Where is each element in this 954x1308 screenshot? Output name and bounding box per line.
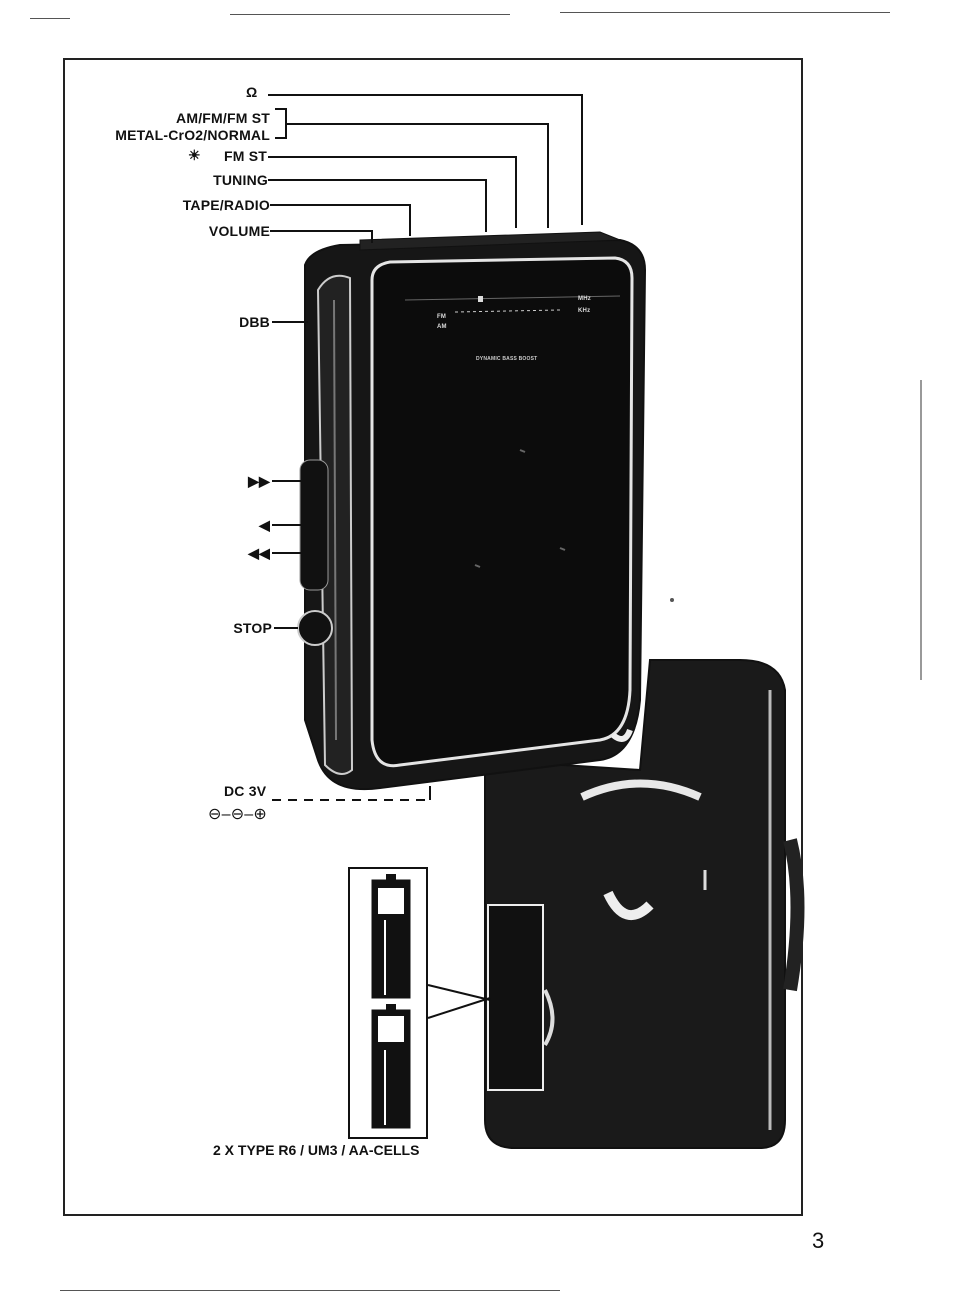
leader-lines bbox=[268, 94, 583, 1019]
stop-label: STOP bbox=[233, 620, 272, 636]
dbb-panel-text: DYNAMIC BASS BOOST bbox=[476, 356, 538, 362]
dial-am-label: AM bbox=[437, 324, 447, 330]
polarity-icon: ⊖–⊖–⊕ bbox=[208, 806, 268, 823]
scan-noise bbox=[920, 380, 922, 680]
tape-radio-label: TAPE/RADIO bbox=[182, 197, 270, 213]
battery-caption: 2 X TYPE R6 / UM3 / AA-CELLS bbox=[213, 1142, 420, 1158]
dial-mhz-label: MHz bbox=[578, 296, 591, 302]
scan-noise bbox=[560, 12, 890, 13]
fm-st-indicator-icon: ☀ bbox=[188, 147, 201, 163]
volume-label: VOLUME bbox=[208, 223, 270, 239]
fm-st-label: FM ST bbox=[224, 148, 267, 164]
band-label: AM/FM/FM ST bbox=[176, 110, 270, 126]
scan-noise bbox=[670, 598, 674, 602]
scan-noise bbox=[30, 18, 70, 19]
rewind-icon: ◀◀ bbox=[248, 545, 270, 561]
figure-frame bbox=[63, 58, 803, 1216]
tape-type-label: METAL-CrO2/NORMAL bbox=[115, 127, 270, 143]
dial-fm-label: FM bbox=[437, 314, 447, 320]
scan-noise bbox=[230, 14, 510, 15]
device-front-view bbox=[297, 231, 647, 791]
fast-forward-icon: ▶▶ bbox=[248, 473, 270, 489]
play-icon: ◀ bbox=[259, 517, 270, 533]
tuning-label: TUNING bbox=[213, 172, 268, 188]
scan-noise bbox=[60, 1290, 560, 1291]
device-back-view bbox=[484, 659, 805, 1149]
dial-khz-label: KHz bbox=[578, 308, 591, 314]
page-number: 3 bbox=[812, 1228, 825, 1253]
battery-diagram bbox=[348, 867, 428, 1139]
dbb-label: DBB bbox=[239, 314, 270, 330]
headphones-icon: Ω bbox=[246, 84, 258, 100]
dc-label: DC 3V bbox=[224, 783, 267, 799]
